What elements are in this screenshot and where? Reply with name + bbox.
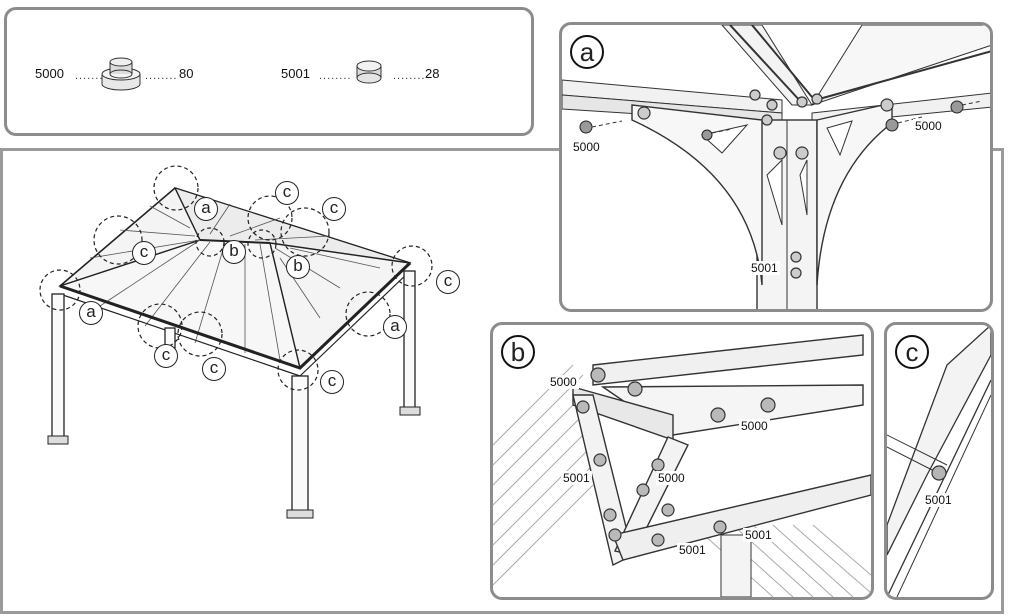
part-label: 5000 — [739, 419, 770, 433]
cap-5000-icon — [101, 57, 141, 91]
part-label: 5000 — [571, 140, 602, 154]
detail-a-badge: a — [570, 35, 604, 69]
detail-b-badge: b — [501, 335, 535, 369]
part-label: 5000 — [656, 471, 687, 485]
detail-c-badge: c — [895, 335, 929, 369]
callout-a: c — [436, 270, 460, 294]
detail-c-illustration — [887, 325, 991, 597]
part-label: 5000 — [548, 375, 579, 389]
gazebo-illustration — [39, 165, 433, 519]
part-quantity: 80 — [179, 66, 194, 81]
dots: ........ — [319, 70, 352, 82]
part-quantity: 28 — [425, 66, 440, 81]
page-frame — [0, 148, 1004, 614]
overview-diagram: a c c c b b c a a c c c — [0, 148, 545, 614]
parts-panel: 5000 ........ ........ 80 5001 ........ … — [4, 7, 534, 136]
callout-c: c — [154, 344, 178, 368]
detail-a-illustration — [562, 25, 990, 309]
callout-a: a — [79, 301, 103, 325]
part-label: 5001 — [749, 261, 780, 275]
callout-b: b — [286, 255, 310, 279]
part-label: 5001 — [561, 471, 592, 485]
detail-panel-c: c 5001 — [884, 322, 994, 600]
part-label: 5001 — [677, 543, 708, 557]
callout-c: c — [132, 241, 156, 265]
callout-c: c — [322, 197, 346, 221]
callout-a: a — [194, 197, 218, 221]
cap-5001-icon — [356, 60, 382, 84]
part-label: 5000 — [913, 119, 944, 133]
part-code: 5000 — [35, 66, 64, 81]
part-code: 5001 — [281, 66, 310, 81]
dots: ........ — [145, 70, 178, 82]
callout-c: c — [275, 181, 299, 205]
dots: ........ — [75, 70, 108, 82]
callout-a: c — [320, 370, 344, 394]
part-label: 5001 — [743, 528, 774, 542]
part-label: 5001 — [923, 493, 954, 507]
detail-panel-a: a 5000 5000 5001 — [559, 22, 993, 312]
detail-b-illustration — [493, 334, 871, 597]
callout-c: a — [383, 315, 407, 339]
detail-panel-b: b 5000 5000 5001 5000 5001 5001 — [490, 322, 874, 600]
dots: ........ — [393, 70, 426, 82]
callout-c: c — [202, 357, 226, 381]
callout-b: b — [222, 240, 246, 264]
